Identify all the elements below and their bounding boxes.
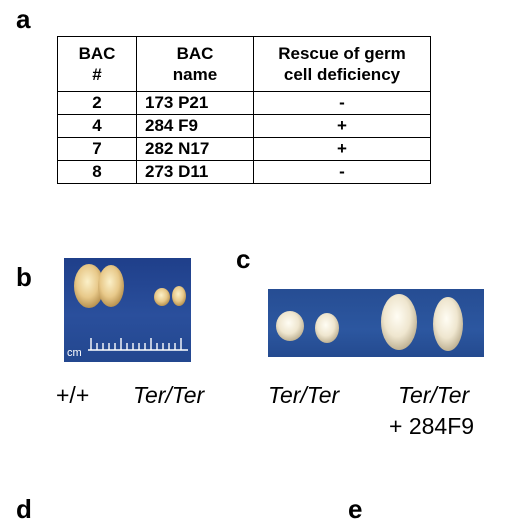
header-line: #: [92, 65, 102, 84]
header-bac-name: BAC name: [136, 36, 254, 92]
caption-rescue-bac: + 284F9: [389, 413, 475, 439]
cell-bac-number: 4: [57, 114, 137, 138]
testis-wildtype-left: [74, 264, 104, 308]
header-line: BAC: [176, 44, 214, 63]
panel-label-a: a: [16, 4, 31, 34]
cell-bac-number: 7: [57, 137, 137, 161]
caption-ter-ter-c: Ter/Ter: [268, 382, 340, 408]
header-line: name: [172, 65, 218, 84]
table-header-row: BAC # BAC name Rescue of germ cell defic…: [57, 36, 431, 92]
header-line: Rescue of germ: [278, 44, 406, 63]
caption-wild-type: +/+: [56, 382, 90, 408]
cell-bac-name: 173 P21: [136, 91, 254, 115]
panel-label-b: b: [16, 262, 32, 292]
cell-bac-number: 8: [57, 160, 137, 184]
testis-mutant-left: [154, 288, 170, 306]
testis-rescued-right: [433, 297, 463, 351]
testis-wildtype-right: [98, 265, 124, 307]
header-rescue: Rescue of germ cell deficiency: [253, 36, 431, 92]
cell-bac-name: 284 F9: [136, 114, 254, 138]
cell-rescue: +: [253, 114, 431, 138]
ruler-unit-label: cm: [67, 347, 82, 359]
cell-rescue: +: [253, 137, 431, 161]
cell-bac-number: 2: [57, 91, 137, 115]
testis-photo-b-drawing: cm: [67, 264, 188, 359]
testis-photo-c: [268, 289, 484, 357]
header-line: BAC: [78, 44, 116, 63]
table-row: 2 173 P21 -: [57, 91, 431, 115]
caption-ter-ter-rescue: Ter/Ter: [398, 382, 470, 408]
testis-rescued-left: [381, 294, 417, 350]
table-row: 7 282 N17 +: [57, 137, 431, 161]
cell-rescue: -: [253, 160, 431, 184]
panel-label-e: e: [348, 494, 363, 524]
testis-photo-b: cm: [64, 258, 191, 362]
table-row: 8 273 D11 -: [57, 160, 431, 184]
ruler: [88, 338, 188, 351]
panel-label-d: d: [16, 494, 32, 524]
table-row: 4 284 F9 +: [57, 114, 431, 138]
bac-rescue-table: BAC # BAC name Rescue of germ cell defic…: [57, 36, 431, 184]
header-line: cell deficiency: [283, 65, 401, 84]
header-bac-number: BAC #: [57, 36, 137, 92]
cell-bac-name: 273 D11: [136, 160, 254, 184]
caption-ter-ter-b: Ter/Ter: [133, 382, 205, 408]
cell-rescue: -: [253, 91, 431, 115]
testis-mutant-left: [276, 311, 304, 341]
testis-mutant-right: [172, 286, 186, 306]
panel-label-c: c: [236, 244, 251, 274]
testis-mutant-right: [315, 313, 339, 343]
testis-photo-c-drawing: [276, 294, 463, 351]
cell-bac-name: 282 N17: [136, 137, 254, 161]
